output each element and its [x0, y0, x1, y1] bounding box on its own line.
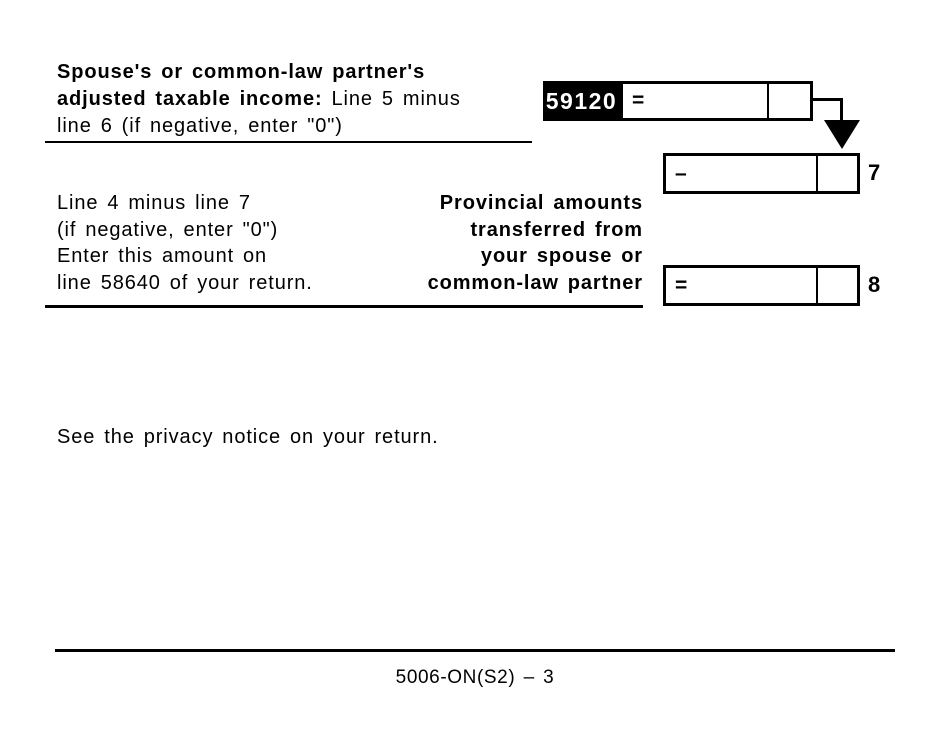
top-label-underline	[45, 141, 532, 143]
line7-cents-input[interactable]	[818, 153, 860, 194]
spouse-income-label-line1: Spouse's or common-law partner's	[57, 61, 426, 83]
instruction-line2: (if negative, enter "0")	[57, 218, 279, 241]
equals-operator: =	[675, 273, 688, 297]
line7-number-label: 7	[868, 160, 881, 185]
result-label-line4: common-law partner	[427, 271, 643, 294]
line8-number-label: 8	[868, 272, 881, 297]
line7-amount-input[interactable]: –	[663, 153, 818, 194]
result-label-line2: transferred from	[470, 218, 643, 241]
instruction-line4: line 58640 of your return.	[57, 271, 313, 294]
arrow-vertical-segment	[840, 98, 843, 122]
privacy-notice-text: See the privacy notice on your return.	[57, 426, 439, 448]
line5-minus-line6-cents-input[interactable]	[769, 81, 813, 121]
spouse-income-label-line2-regular: Line 5 minus	[331, 88, 461, 110]
footer-rule	[55, 649, 895, 652]
provincial-amounts-transferred-label: Provincial amounts transferred from your…	[350, 190, 643, 296]
equals-operator: =	[632, 89, 645, 112]
instruction-line3: Enter this amount on	[57, 245, 268, 267]
line8-amount-input[interactable]: =	[663, 265, 818, 306]
spouse-income-label: Spouse's or common-law partner's adjuste…	[57, 59, 461, 140]
arrow-horizontal-segment	[812, 98, 843, 101]
arrow-down-icon	[824, 120, 860, 149]
line5-minus-line6-amount-input[interactable]: =	[620, 81, 769, 121]
mid-section-underline	[45, 305, 643, 308]
field-row-59120: 59120 =	[543, 81, 813, 121]
result-label-line1: Provincial amounts	[439, 192, 643, 214]
line4-minus-line7-instructions: Line 4 minus line 7 (if negative, enter …	[57, 190, 313, 296]
footer-form-code: 5006-ON(S2) – 3	[395, 667, 555, 688]
result-label-line3: your spouse or	[480, 245, 643, 267]
minus-operator: –	[675, 161, 687, 185]
instruction-line1: Line 4 minus line 7	[57, 192, 251, 214]
field-row-line7: –	[663, 153, 860, 194]
line8-cents-input[interactable]	[818, 265, 860, 306]
field-row-line8: =	[663, 265, 860, 306]
spouse-income-label-line2-bold: adjusted taxable income:	[57, 88, 323, 110]
field-code-badge: 59120	[543, 81, 620, 121]
spouse-income-label-line3: line 6 (if negative, enter "0")	[57, 115, 343, 137]
